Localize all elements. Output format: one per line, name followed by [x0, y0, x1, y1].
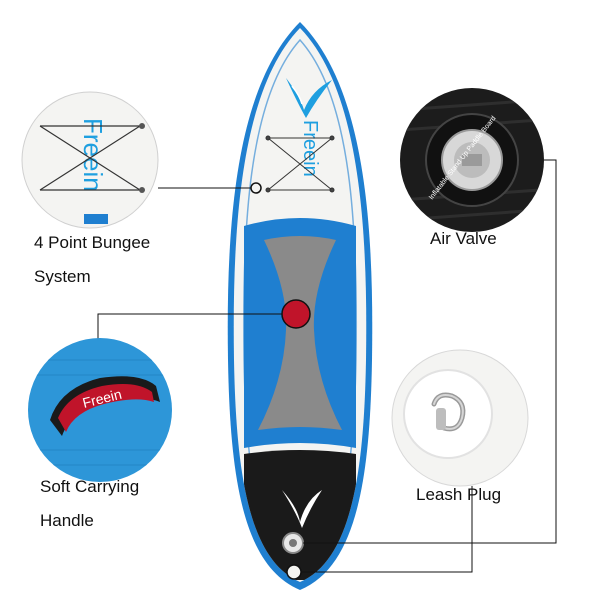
tail-logo-icon [282, 490, 322, 528]
bungee-label-line1: 4 Point Bungee [34, 233, 151, 252]
leash-marker [286, 564, 302, 580]
leash-plug-detail [391, 349, 529, 487]
valve-connector [303, 159, 557, 544]
connector-lines [97, 159, 557, 573]
handle-marker [281, 299, 311, 329]
leash-connector [301, 486, 473, 573]
air-valve-detail: Inflatable Stand Up Paddle Board [400, 88, 544, 232]
handle-label-line2: Handle [40, 511, 94, 530]
board-bungee [265, 135, 335, 193]
bungee-detail: Freein [21, 91, 159, 229]
handle-detail: Freein [28, 338, 172, 482]
handle-label-line1: Soft Carrying [40, 477, 140, 496]
leash-plug-label: Leash Plug [416, 485, 502, 504]
air-valve-label: Air Valve [430, 229, 497, 248]
paddle-board: Freein [227, 22, 373, 590]
freein-wave-logo-icon [286, 78, 332, 118]
tail-pad [244, 450, 356, 580]
deck-pad-gray [258, 236, 342, 430]
svg-text:Freein: Freein [78, 118, 108, 192]
board-brand-text: Freein [299, 120, 321, 177]
bungee-label-line2: System [34, 267, 91, 286]
